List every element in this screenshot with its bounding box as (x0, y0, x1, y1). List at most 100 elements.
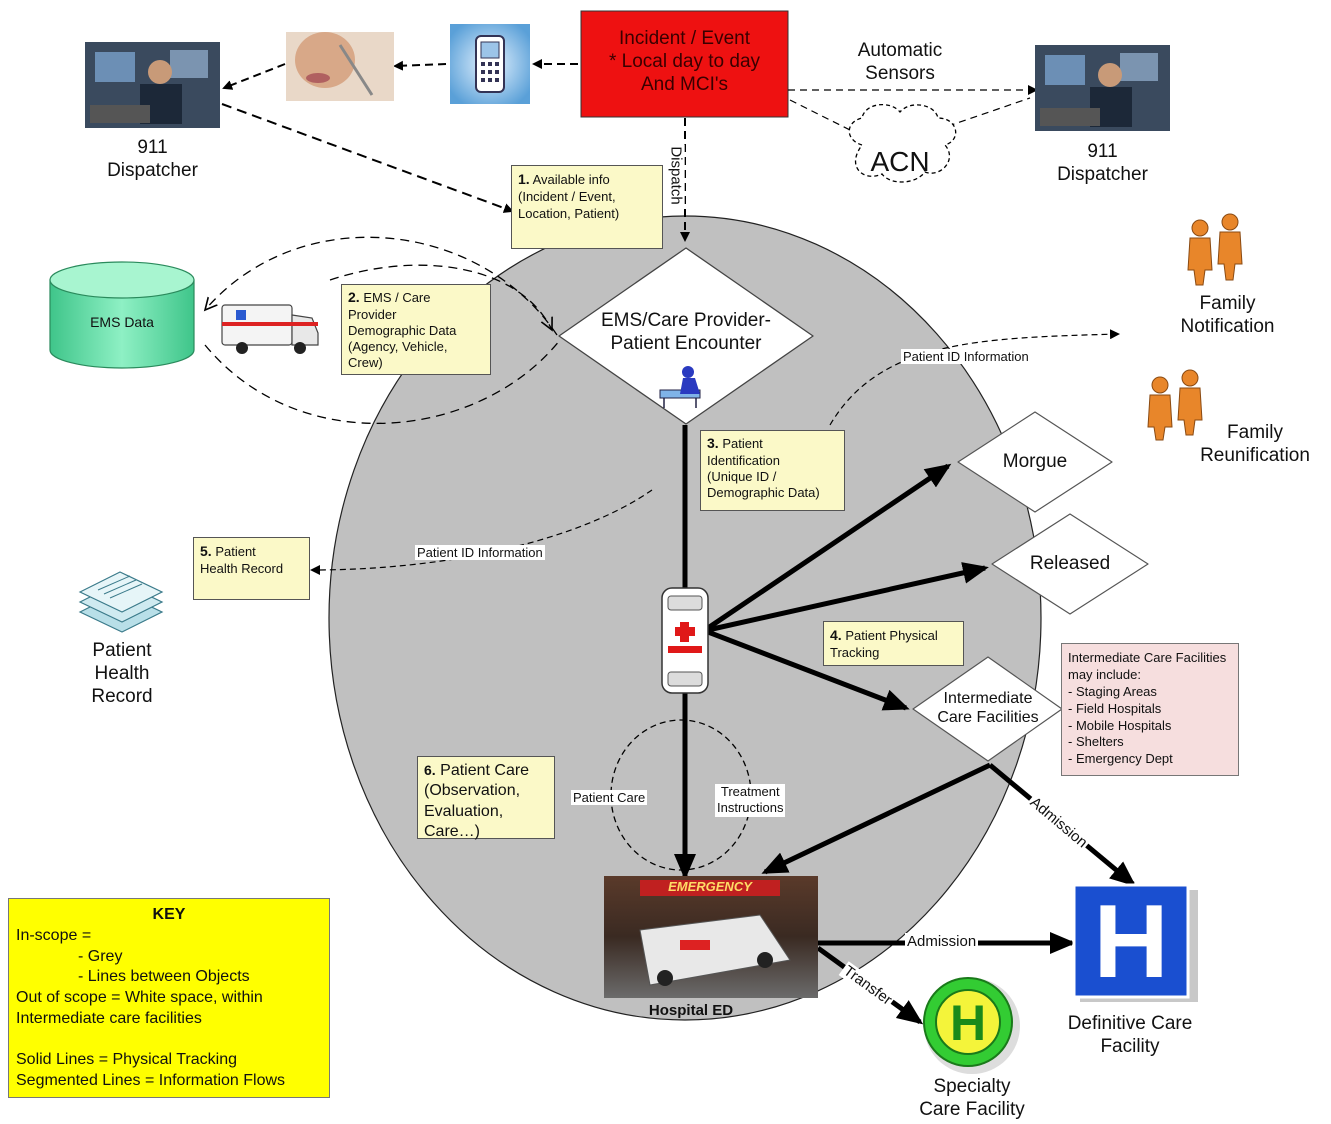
patient-care-label: Patient Care (571, 790, 648, 805)
note2-number: 2. (348, 289, 360, 305)
track-to-released (707, 562, 989, 633)
definitive-care-label: Definitive Care Facility (1050, 1013, 1210, 1059)
note5-line1: Patient (215, 544, 256, 559)
note3-line1: Patient (722, 436, 763, 451)
dispatcher-left-label: 911 Dispatcher (80, 137, 225, 183)
incident-box (580, 10, 789, 118)
intermediate-line1: Intermediate (943, 690, 1033, 707)
intermediate-care-item: Mobile Hospitals (1068, 718, 1232, 735)
flow-ems-data-arrow (329, 264, 552, 330)
note6-line4: Care…) (424, 823, 481, 841)
phr-line2: Health (94, 662, 150, 684)
key-line5: Intermediate care facilities (16, 1009, 202, 1027)
intermediate-label: Intermediate Care Facilities (918, 689, 1058, 727)
ambulance-top-icon (661, 587, 709, 694)
phr-line1: Patient (92, 640, 152, 661)
note2-line2: Provider (348, 306, 397, 322)
specialty-care-label: Specialty Care Facility (902, 1076, 1042, 1122)
flow-caller-to-dispatcher (222, 63, 286, 90)
note4-number: 4. (830, 627, 842, 643)
dispatcher-right-line2: Dispatcher (1057, 163, 1148, 185)
family-notification-label: Family Notification (1160, 293, 1295, 339)
encounter-line2: Patient Encounter (610, 332, 762, 354)
encounter-diamond (558, 247, 814, 425)
note3-number: 3. (707, 435, 719, 451)
treatment-line2: Instructions (717, 800, 784, 816)
family-reunification-line1: Family (1227, 422, 1283, 443)
key-line1: In-scope = (16, 926, 92, 944)
note2-line1: EMS / Care (363, 290, 431, 305)
incident-line2: * Local day to day (608, 50, 761, 72)
intermediate-line2: Care Facilities (937, 709, 1039, 727)
note1-number: 1. (518, 171, 530, 187)
intermediate-care-item: Staging Areas (1068, 684, 1232, 701)
note5-line2: Health Record (200, 560, 284, 576)
dispatcher-right-image (1035, 45, 1170, 131)
note5-number: 5. (200, 543, 212, 559)
incident-line3: And MCI's (640, 73, 729, 95)
incident-title: Incident / Event (619, 28, 750, 49)
dispatcher-left-image (85, 42, 220, 128)
caller-image (286, 32, 394, 101)
note4-line2: Tracking (830, 644, 880, 660)
family-notification-icon (1187, 213, 1243, 286)
acn-label: ACN (870, 146, 930, 177)
legend-key: KEY In-scope = - Grey - Lines between Ob… (8, 898, 330, 1098)
note2-line3: Demographic Data (348, 322, 457, 338)
dispatcher-right-line1: 911 (1087, 141, 1118, 162)
intermediate-care-list: Intermediate Care Facilities may include… (1061, 643, 1239, 776)
definitive-care-icon (1072, 883, 1198, 1002)
track-intermediate-to-ed (761, 762, 992, 875)
morgue-label: Morgue (1002, 451, 1068, 472)
note-available-info: 1. Available info (Incident / Event, Loc… (511, 165, 663, 249)
note-patient-identification: 3. Patient Identification (Unique ID / D… (700, 430, 845, 511)
phone-icon (450, 24, 530, 104)
treatment-instructions-label: Treatment Instructions (715, 784, 786, 817)
key-line7: Segmented Lines = Information Flows (16, 1071, 286, 1089)
track-to-intermediate (707, 629, 910, 711)
note1-line2: (Incident / Event, (518, 188, 616, 204)
intermediate-diamond (912, 656, 1063, 762)
note-physical-tracking: 4. Patient Physical Tracking (823, 621, 964, 666)
key-line3: - Lines between Objects (78, 968, 250, 986)
phr-line3: Record (91, 685, 153, 707)
family-notification-line1: Family (1199, 293, 1256, 314)
encounter-line1: EMS/Care Provider- (601, 310, 771, 331)
admission-horizontal-label: Admission (905, 933, 979, 950)
flow-ems-data-loop (205, 236, 558, 336)
key-line2: - Grey (78, 947, 123, 965)
note2-line5: Crew) (348, 355, 383, 371)
note3-line4: Demographic Data) (707, 485, 820, 500)
hospital-ed-image (604, 876, 818, 998)
note6-line1: Patient Care (440, 762, 530, 779)
dispatcher-right-label: 911 Dispatcher (1030, 141, 1175, 187)
note-patient-care: 6. Patient Care (Observation, Evaluation… (417, 756, 555, 841)
intermediate-care-item: Shelters (1068, 734, 1232, 751)
released-diamond (991, 513, 1149, 615)
intermediate-care-item: Field Hospitals (1068, 701, 1232, 718)
track-to-morgue (706, 463, 952, 631)
specialty-care-line1: Specialty (933, 1076, 1011, 1097)
released-label: Released (1029, 553, 1111, 574)
note1-line3: Location, Patient) (518, 205, 620, 221)
specialty-care-icon (923, 977, 1020, 1074)
note-health-record: 5. Patient Health Record (193, 537, 310, 600)
key-title: KEY (152, 906, 186, 923)
note1-line1: Available info (532, 172, 610, 187)
flow-patient-id-family (829, 329, 1120, 426)
encounter-label: EMS/Care Provider- Patient Encounter (566, 310, 806, 356)
flow-phone-to-caller (393, 60, 447, 71)
definitive-care-line2: Facility (1100, 1035, 1160, 1057)
incident-label: Incident / Event * Local day to day And … (581, 28, 788, 96)
acn-cloud (848, 104, 957, 183)
note3-line3: (Unique ID / (707, 468, 777, 484)
health-record-icon (78, 571, 164, 633)
note-ems-demographic: 2. EMS / Care Provider Demographic Data … (341, 284, 491, 375)
definitive-care-h-letter: H (1093, 884, 1169, 1000)
hospital-ed-label: Hospital ED (648, 1002, 734, 1019)
note3-line2: Identification (707, 452, 780, 468)
family-reunification-icon (1147, 369, 1203, 441)
ems-data-cylinder (49, 261, 195, 369)
intermediate-care-items: Staging Areas Field Hospitals Mobile Hos… (1068, 684, 1232, 768)
flow-dispatcher-to-info (221, 103, 514, 213)
